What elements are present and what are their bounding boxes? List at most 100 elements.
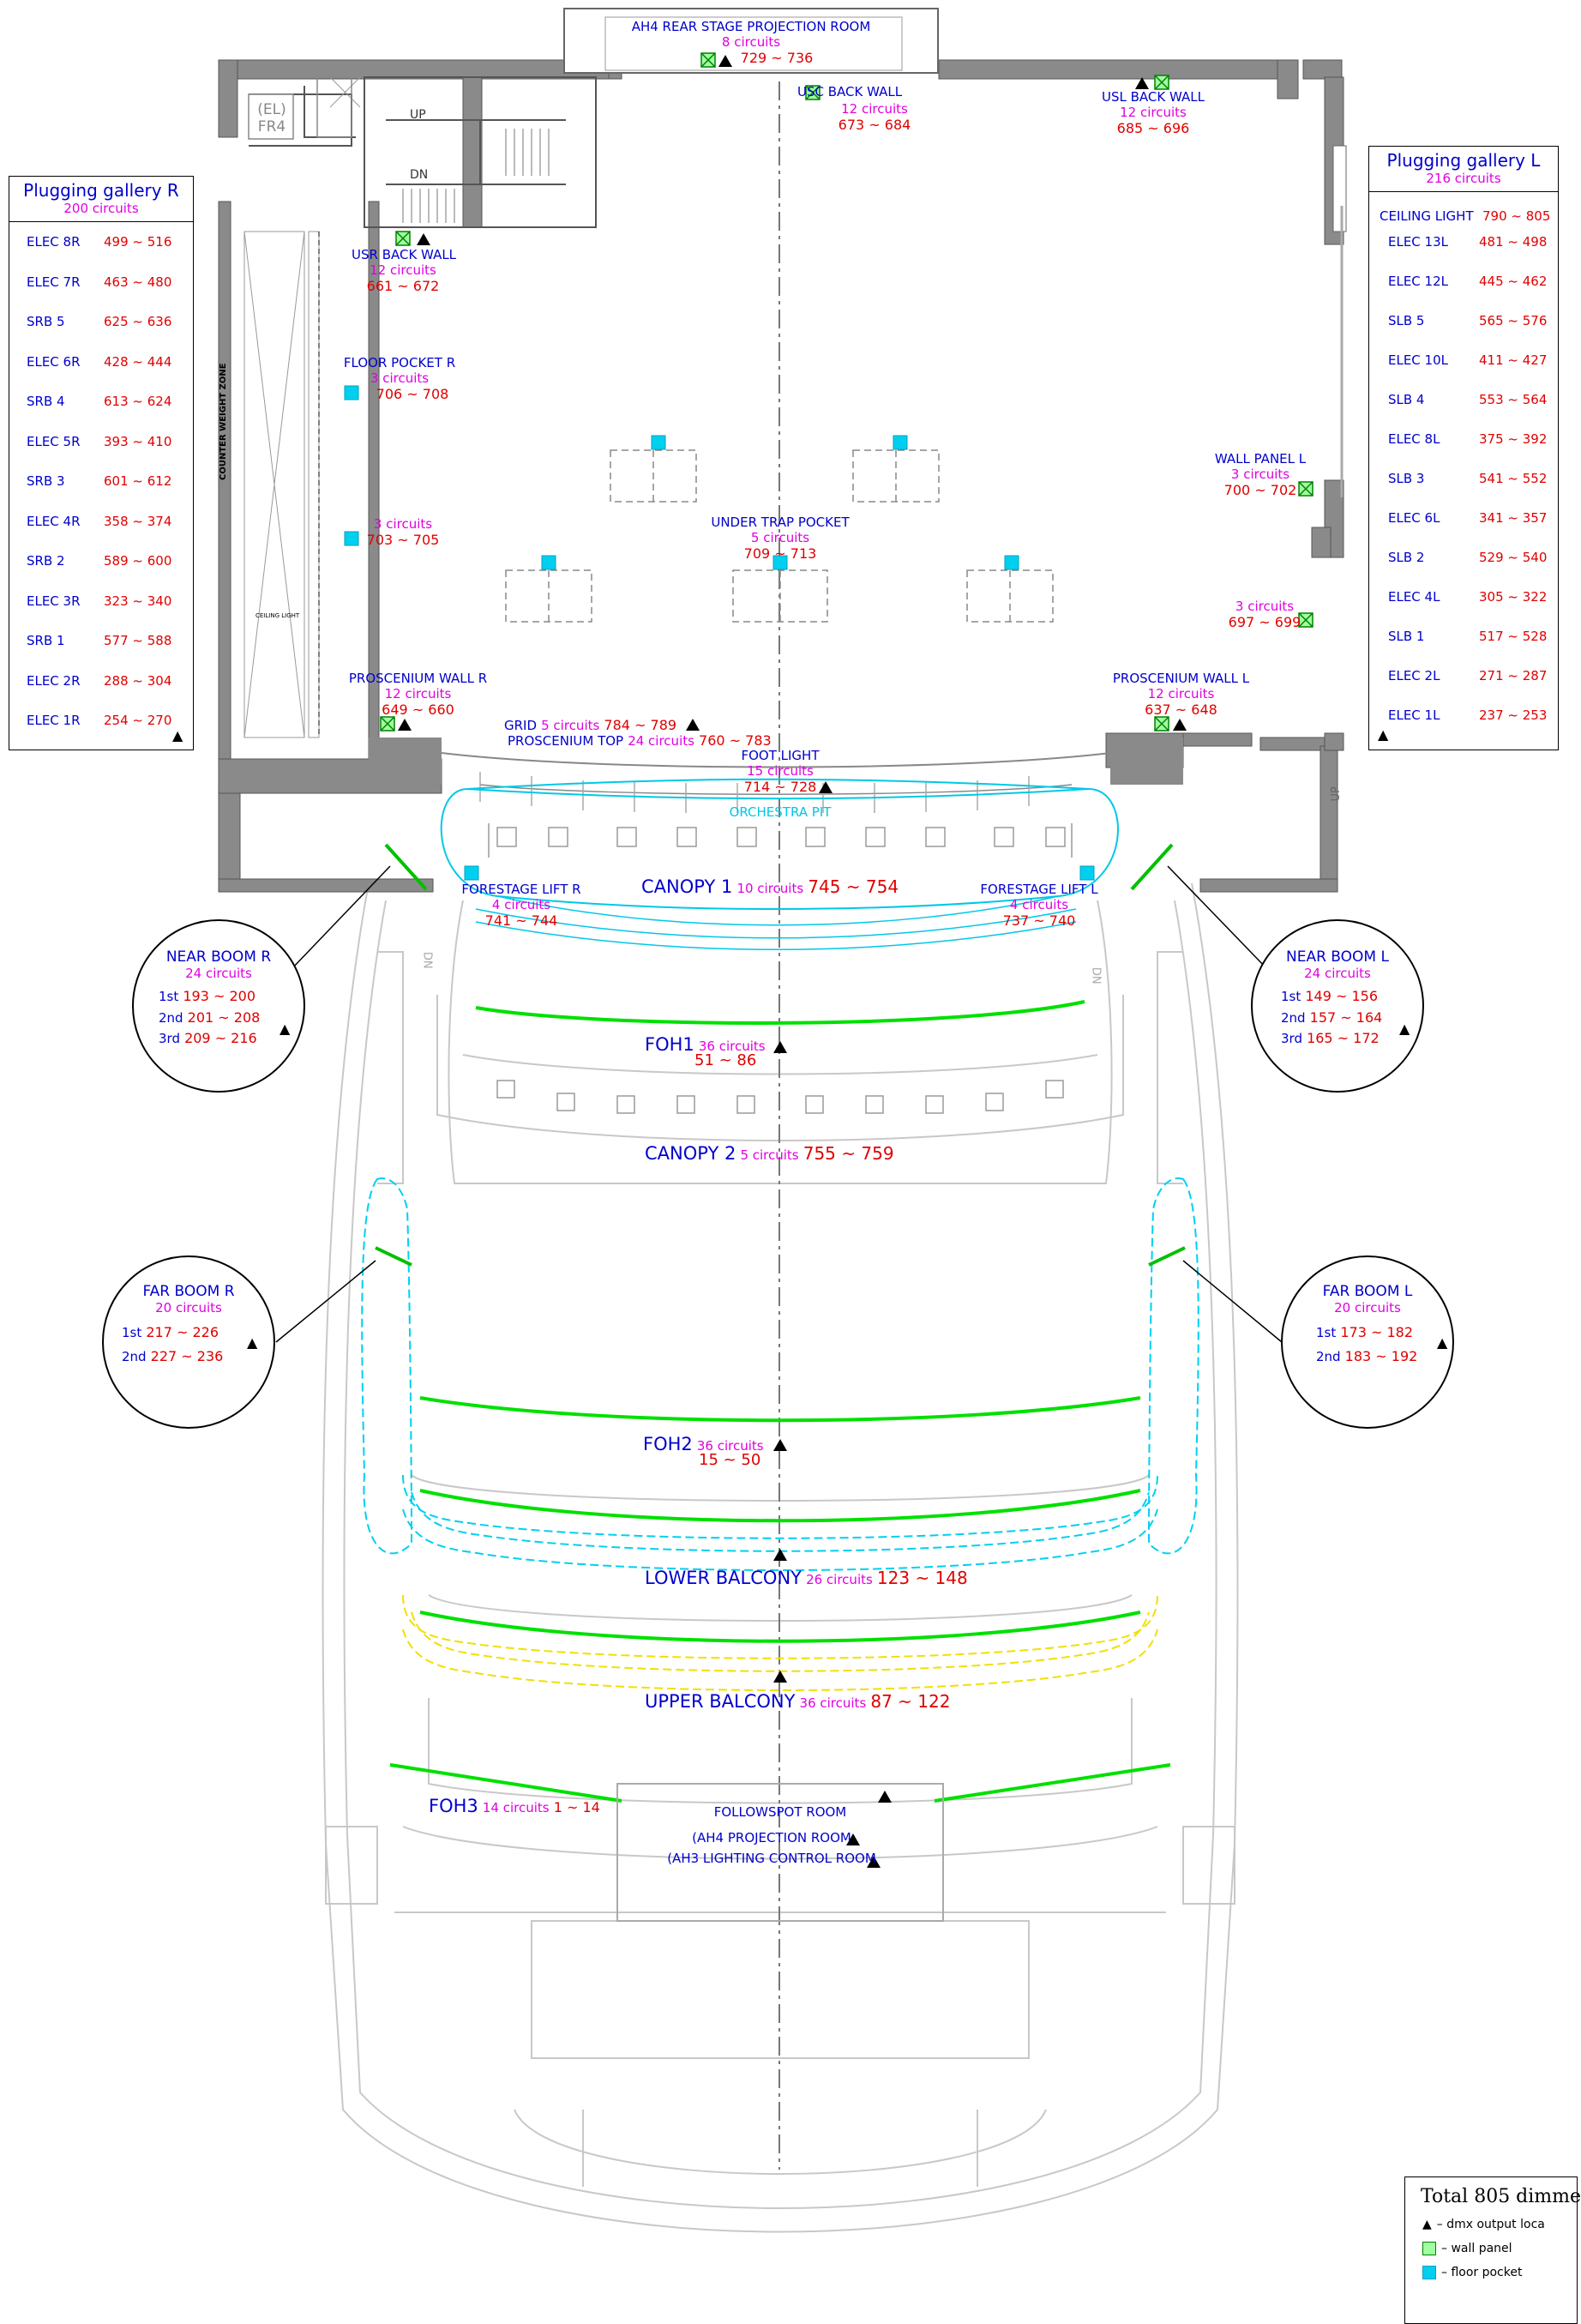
canopy1-circuits: 10 circuits xyxy=(736,881,804,896)
usr-back-wall: USR BACK WALL 12 circuits 661 ~ 672 xyxy=(352,247,457,294)
counterweight-zone-label: COUNTER WEIGHT ZONE xyxy=(219,363,228,480)
foh1-circuits: 36 circuits xyxy=(698,1039,766,1054)
lower-balcony-circuits: 26 circuits xyxy=(806,1572,873,1587)
upper-balcony-name: UPPER BALCONY xyxy=(645,1691,796,1712)
legend-floor-pocket-text: – floor pocket xyxy=(1441,2266,1523,2279)
dmx-triangle-icon: ▲ xyxy=(1422,2218,1432,2231)
gallery-row-label: ELEC 5R xyxy=(27,433,81,449)
gallery-row-label: ELEC 10L xyxy=(1388,352,1448,368)
gallery-row-label: ELEC 7R xyxy=(27,274,81,290)
gallery-row-label: SRB 4 xyxy=(27,394,65,409)
usc-back-wall: USC BACK WALL xyxy=(797,84,902,99)
pocket-r2: 3 circuits 703 ~ 705 xyxy=(360,516,446,548)
near-boom-r: NEAR BOOM R 24 circuits 1st 193 ~ 200 2n… xyxy=(141,948,296,1046)
gallery-l-title: Plugging gallery L xyxy=(1386,150,1541,171)
foot-light: FOOT LIGHT 15 circuits 714 ~ 728 xyxy=(737,748,823,795)
gallery-row-range: 305 ~ 322 xyxy=(1479,589,1548,605)
gallery-row-range: 481 ~ 498 xyxy=(1479,234,1548,250)
gallery-row-range: 625 ~ 636 xyxy=(104,314,172,329)
foh1-row: FOH1 36 circuits xyxy=(645,1034,766,1056)
far-boom-r-row1-range: 217 ~ 226 xyxy=(146,1324,219,1341)
gallery-row-label: ELEC 6R xyxy=(27,353,81,370)
gallery-row-label: SLB 5 xyxy=(1388,313,1425,328)
under-trap-pocket-name: UNDER TRAP POCKET xyxy=(711,515,850,530)
grid-circuits: 5 circuits xyxy=(541,718,600,733)
gallery-row-range: 445 ~ 462 xyxy=(1479,274,1548,289)
near-boom-l-circuits: 24 circuits xyxy=(1304,966,1371,982)
usc-back-wall-circuits: 12 circuits xyxy=(841,101,908,117)
projection-room-range: 729 ~ 736 xyxy=(740,50,814,66)
gallery-l-ceiling-label: CEILING LIGHT xyxy=(1380,208,1474,224)
gallery-row-range: 601 ~ 612 xyxy=(104,473,172,489)
grid-name: GRID xyxy=(504,718,538,733)
canopy1-name: CANOPY 1 xyxy=(641,876,733,897)
forestage-lift-r: FORESTAGE LIFT R 4 circuits 741 ~ 744 xyxy=(461,882,581,929)
gallery-row-range: 541 ~ 552 xyxy=(1479,471,1548,486)
foot-light-name: FOOT LIGHT xyxy=(741,748,820,763)
canopy1-row: CANOPY 1 10 circuits 745 ~ 754 xyxy=(641,876,899,898)
dmx-triangle-icon: ▲ xyxy=(1378,726,1389,743)
foh3-name: FOH3 xyxy=(429,1796,478,1816)
upper-balcony-row: UPPER BALCONY 36 circuits 87 ~ 122 xyxy=(645,1691,950,1713)
gallery-row-label: ELEC 1R xyxy=(27,713,81,728)
far-boom-r-row1-label: 1st xyxy=(122,1325,142,1341)
legend-wall-panel-text: – wall panel xyxy=(1441,2242,1512,2255)
gallery-row-range: 613 ~ 624 xyxy=(104,394,172,409)
gallery-row-label: SLB 3 xyxy=(1388,471,1425,486)
legend-dmx-text: – dmx output loca xyxy=(1436,2218,1545,2231)
canopy2-circuits: 5 circuits xyxy=(740,1147,799,1163)
near-boom-r-row3-range: 209 ~ 216 xyxy=(184,1029,257,1046)
usr-back-wall-name: USR BACK WALL xyxy=(352,247,457,262)
gallery-row-label: ELEC 2R xyxy=(27,672,81,689)
far-boom-r-row2-label: 2nd xyxy=(122,1348,147,1364)
far-boom-r-name: FAR BOOM R xyxy=(142,1283,235,1300)
gallery-row-label: ELEC 6L xyxy=(1388,510,1440,526)
gallery-row-range: 499 ~ 516 xyxy=(104,234,172,250)
gallery-row-range: 463 ~ 480 xyxy=(104,274,172,290)
foh2-circuits: 36 circuits xyxy=(696,1438,764,1454)
foh2-row: FOH2 36 circuits xyxy=(643,1434,764,1455)
far-boom-r-row2-range: 227 ~ 236 xyxy=(150,1347,224,1364)
gallery-row-label: ELEC 4L xyxy=(1388,589,1440,605)
proscenium-wall-l-range: 637 ~ 648 xyxy=(1145,701,1217,718)
gallery-row-label: ELEC 4R xyxy=(27,513,81,529)
lower-balcony-range: 123 ~ 148 xyxy=(876,1568,968,1588)
fr4-label: FR4 xyxy=(257,118,286,136)
gallery-row-range: 565 ~ 576 xyxy=(1479,313,1548,328)
under-trap-pocket-circuits: 5 circuits xyxy=(750,530,810,545)
gallery-row-label: ELEC 13L xyxy=(1388,234,1448,250)
pocket-r2-range: 703 ~ 705 xyxy=(366,532,440,548)
gallery-row-range: 577 ~ 588 xyxy=(104,633,172,648)
gallery-row-range: 271 ~ 287 xyxy=(1479,668,1548,683)
wall-l2-range: 697 ~ 699 xyxy=(1228,614,1301,630)
forestage-lift-l-name: FORESTAGE LIFT L xyxy=(980,882,1098,897)
followspot-room: FOLLOWSPOT ROOM (AH4 PROJECTION ROOM (AH… xyxy=(660,1804,900,1866)
proscenium-wall-r-range: 649 ~ 660 xyxy=(382,701,454,718)
forestage-lift-l: FORESTAGE LIFT L 4 circuits 737 ~ 740 xyxy=(979,882,1099,929)
up-stair-right-label: UP xyxy=(1329,786,1343,802)
gallery-row-range: 341 ~ 357 xyxy=(1479,510,1548,526)
far-boom-l-name: FAR BOOM L xyxy=(1322,1283,1413,1300)
gallery-row-label: ELEC 1L xyxy=(1388,707,1440,723)
gallery-row-label: SRB 1 xyxy=(27,633,65,648)
gallery-row-range: 553 ~ 564 xyxy=(1479,392,1548,407)
far-boom-l: FAR BOOM L 20 circuits 1st 173 ~ 182 2nd… xyxy=(1290,1283,1445,1364)
wall-l2-circuits: 3 circuits xyxy=(1235,599,1295,614)
proscenium-wall-l-circuits: 12 circuits xyxy=(1147,686,1215,701)
proscenium-wall-l: PROSCENIUM WALL L 12 circuits 637 ~ 648 xyxy=(1106,671,1256,718)
far-boom-l-row2-range: 183 ~ 192 xyxy=(1344,1347,1418,1364)
under-trap-pocket: UNDER TRAP POCKET 5 circuits 709 ~ 713 xyxy=(707,515,853,562)
usc-back-wall-range: 673 ~ 684 xyxy=(838,117,911,133)
followspot-line2: (AH4 PROJECTION ROOM xyxy=(692,1830,851,1845)
under-trap-pocket-range: 709 ~ 713 xyxy=(743,545,817,562)
near-boom-l: NEAR BOOM L 24 circuits 1st 149 ~ 156 2n… xyxy=(1260,948,1415,1046)
gallery-row-range: 517 ~ 528 xyxy=(1479,629,1548,644)
foh2-name: FOH2 xyxy=(643,1434,693,1454)
usr-back-wall-circuits: 12 circuits xyxy=(370,262,436,278)
gallery-row-label: SRB 3 xyxy=(27,473,65,489)
dn-stair-left-label: DN xyxy=(420,951,434,969)
gallery-l-circuits: 216 circuits xyxy=(1369,171,1558,192)
gallery-l-ceiling-range: 790 ~ 805 xyxy=(1482,208,1551,224)
forestage-lift-l-range: 737 ~ 740 xyxy=(1002,912,1076,929)
